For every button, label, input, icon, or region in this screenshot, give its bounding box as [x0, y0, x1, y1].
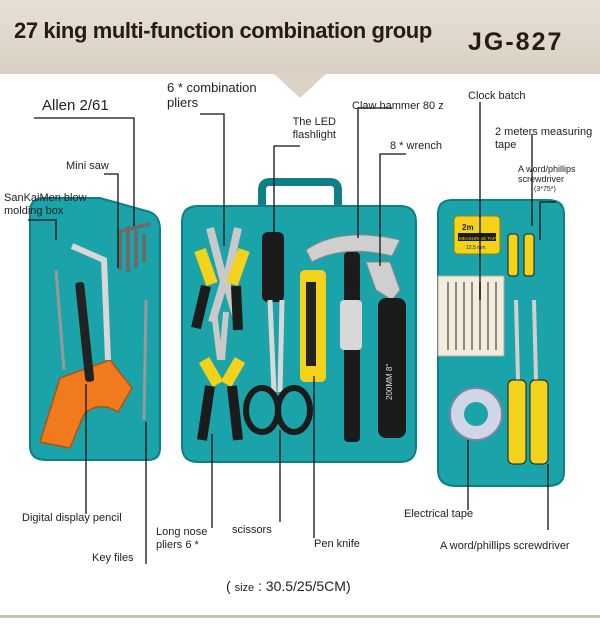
- callout-lines: [28, 102, 556, 564]
- case-handle: [258, 178, 342, 206]
- size-value: 30.5/25/5CM): [265, 578, 351, 594]
- label-blow-molding-box: SanKaiMen blow molding box: [4, 192, 87, 217]
- label-combination-pliers: 6 * combination pliers: [167, 80, 257, 110]
- banner-notch: [272, 72, 328, 98]
- page-title: 27 king multi-function combination group: [14, 18, 432, 43]
- size-open-paren: (: [226, 578, 231, 594]
- label-allen: Allen 2/61: [42, 97, 109, 114]
- label-key-files: Key files: [92, 552, 134, 564]
- saw-blade-icon: [70, 243, 111, 361]
- allen-keys-icon: [117, 222, 151, 272]
- tape-length-text: 2m: [462, 223, 474, 232]
- label-claw-hammer: Claw hammer 80 z: [352, 100, 444, 112]
- wrench-text: 200MM 8": [385, 364, 394, 400]
- label-wrench: 8 * wrench: [390, 140, 442, 152]
- bottom-divider: [0, 615, 600, 618]
- label-clock-batch: Clock batch: [468, 90, 526, 102]
- label-digital-pencil: Digital display pencil: [22, 512, 122, 524]
- small-screwdrivers-icon: [507, 233, 535, 277]
- label-led-flashlight: The LED flashlight: [292, 116, 336, 141]
- size-label: size: [234, 582, 255, 594]
- pen-knife-icon: [300, 270, 326, 382]
- combination-pliers-icon: [191, 226, 250, 331]
- size-caption: ( size : 30.5/25/5CM): [226, 578, 351, 594]
- long-nose-pliers-icon: [197, 311, 246, 441]
- label-pen-knife: Pen knife: [314, 538, 360, 550]
- scissors-icon: [243, 299, 313, 435]
- flashlight-icon: [262, 232, 284, 302]
- model-number: JG-827: [468, 28, 564, 56]
- measuring-tape-icon: 2m MEASURING TAPE 12.5 mm: [453, 215, 501, 255]
- label-mini-saw: Mini saw: [66, 160, 109, 172]
- electrical-tape-icon: [449, 387, 503, 441]
- tape-brand-text: MEASURING TAPE: [459, 236, 499, 241]
- claw-hammer-icon: [305, 234, 401, 442]
- clock-batch-icon: [437, 275, 505, 357]
- large-screwdrivers-icon: [507, 299, 549, 465]
- tape-spec-text: 12.5 mm: [466, 245, 485, 251]
- header-banner: [0, 0, 600, 74]
- label-measuring-tape: 2 meters measuring tape: [495, 126, 593, 151]
- label-long-nose-pliers: Long nose pliers 6 *: [156, 526, 208, 551]
- label-phillips-top: A word/phillips screwdriver: [518, 164, 576, 184]
- key-files-icon: [54, 269, 148, 421]
- size-colon: :: [258, 578, 262, 594]
- label-electrical-tape: Electrical tape: [404, 508, 474, 520]
- label-phillips-bottom: A word/phillips screwdriver: [440, 540, 570, 552]
- wrench-icon: 200MM 8": [365, 261, 406, 438]
- label-scissors: scissors: [232, 524, 272, 536]
- digital-pencil-icon: [75, 282, 95, 382]
- label-phillips-top-size: (3*75*): [534, 186, 556, 193]
